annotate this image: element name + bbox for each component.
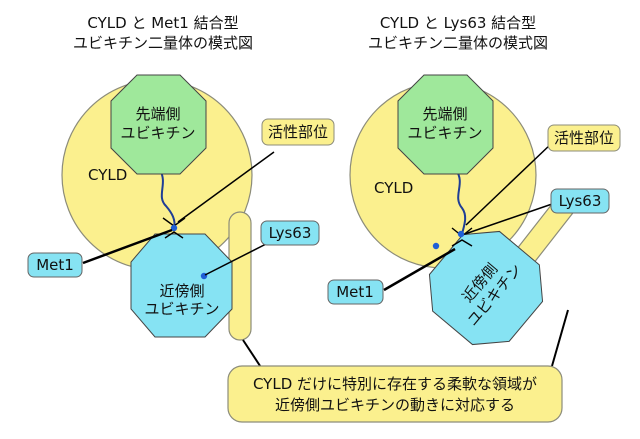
- met1-label: Met1: [336, 283, 374, 301]
- met1-callout-line: [82, 228, 173, 265]
- distal-ubiquitin: [397, 74, 494, 175]
- distal-label-line1: 先端側: [135, 105, 180, 123]
- active-site-callout-line: [177, 151, 275, 223]
- active-site-cleft-lower: [164, 231, 184, 239]
- proximal-ubiquitin: 近傍側 ユビキチン: [428, 230, 544, 346]
- active-site-label-box: [547, 124, 621, 152]
- lys63-label: Lys63: [559, 192, 602, 210]
- lys63-callout-line: [204, 242, 269, 276]
- met1-site-dot: [170, 224, 178, 232]
- active-site-label-box: [261, 118, 335, 146]
- active-site-label: 活性部位: [554, 129, 614, 147]
- caption-line2: 近傍側ユビキチンの動きに対応する: [275, 396, 515, 414]
- proximal-ubiquitin: [130, 233, 233, 338]
- distal-label-line2: ユビキチン: [407, 124, 482, 142]
- met1-label: Met1: [36, 256, 74, 274]
- distal-label-line2: ユビキチン: [120, 124, 195, 142]
- distal-ubiquitin: [110, 74, 207, 175]
- flexible-callout-line: [551, 309, 569, 367]
- distal-label-line1: 先端側: [422, 105, 467, 123]
- panel-title-line1: CYLD と Met1 結合型: [87, 14, 238, 32]
- lys63-label-box: [550, 188, 610, 214]
- ubiquitin-linker: [455, 169, 467, 235]
- panel-lys63: CYLD と Lys63 結合型 ユビキチン二量体の模式図 先端側 ユビキチン …: [327, 14, 621, 367]
- met1-callout-line: [383, 247, 456, 292]
- proximal-label-line2: ユビキチン: [144, 300, 219, 318]
- cyld-label: CYLD: [374, 179, 413, 197]
- caption-box: [227, 365, 563, 423]
- met1-site-dot: [432, 242, 440, 250]
- panel-title-line2: ユビキチン二量体の模式図: [73, 34, 253, 52]
- proximal-label-line1: 近傍側: [159, 282, 204, 300]
- active-site-callout-line: [465, 142, 553, 226]
- ubiquitin-linker: [159, 169, 176, 229]
- met1-label-box: [327, 279, 384, 305]
- cyld-label: CYLD: [88, 166, 127, 184]
- panel-title-line2: ユビキチン二量体の模式図: [368, 34, 548, 52]
- panel-title-line1: CYLD と Lys63 結合型: [380, 14, 536, 32]
- lys63-callout-line: [464, 202, 556, 235]
- lys63-site-dot: [457, 230, 465, 238]
- lys63-label: Lys63: [269, 224, 312, 242]
- caption-line1: CYLD だけに特別に存在する柔軟な領域が: [253, 375, 537, 393]
- met1-label-box: [27, 252, 83, 278]
- active-site-cleft-lower: [451, 239, 473, 247]
- panel-met1: CYLD と Met1 結合型 ユビキチン二量体の模式図 先端側 ユビキチン 近…: [27, 14, 335, 379]
- lys63-label-box: [260, 220, 320, 246]
- active-site-label: 活性部位: [268, 123, 328, 141]
